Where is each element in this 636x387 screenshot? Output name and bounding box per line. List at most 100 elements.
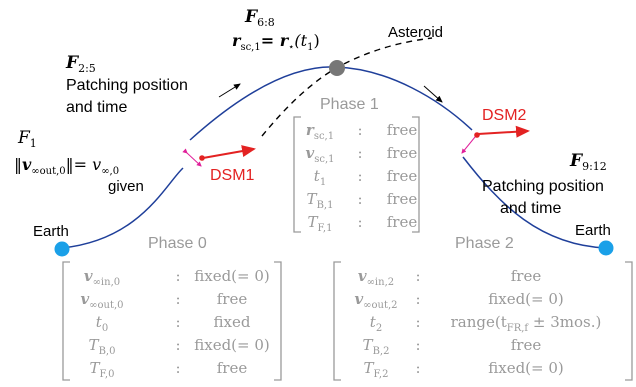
earth-left-label: Earth [33, 223, 69, 240]
svg-text:rsc,1= r⋆(t1): rsc,1= r⋆(t1) [232, 31, 320, 53]
table-row: TF,1: free [308, 213, 418, 234]
table-row: TF,0: free [90, 359, 248, 380]
table-variable: v∞in,0 [84, 267, 120, 288]
table-variable: rsc,1 [306, 121, 334, 142]
table-row: v∞in,2: free [358, 267, 541, 288]
direction-arrow-right [423, 85, 443, 103]
table-value: fixed [214, 313, 251, 331]
svg-text:F2:5: F2:5 [65, 53, 96, 75]
svg-text:‖v∞out,0‖= v∞,0: ‖v∞out,0‖= v∞,0 [14, 155, 119, 177]
table-separator: : [415, 336, 420, 354]
table-value: fixed(= 0) [194, 336, 270, 354]
constraint-f2-5: F2:5 Patching position and time [65, 53, 188, 116]
table-separator: : [175, 313, 180, 331]
table-variable: TF,2 [364, 359, 389, 380]
table-value: free [511, 336, 542, 354]
svg-text:Patching position: Patching position [482, 178, 604, 195]
phase1-label: Phase 1 [320, 96, 379, 113]
trajectory-arc-phase0 [61, 167, 184, 249]
svg-text:F1: F1 [17, 128, 37, 150]
dsm1-vector [202, 145, 256, 159]
table-value: free [387, 121, 418, 139]
table-value: fixed(= 0) [194, 267, 270, 285]
patch-marker-right [461, 132, 480, 154]
table-row: t2: range(tFR,f ± 3mos.) [370, 313, 602, 334]
table-row: t1: free [314, 167, 418, 188]
table-separator: : [415, 267, 420, 285]
table-row: TF,2: fixed(= 0) [364, 359, 564, 380]
dsm2-vector [477, 125, 530, 138]
earth-arrival-marker [598, 240, 614, 256]
table-variable: TF,0 [90, 359, 115, 380]
svg-text:and time: and time [500, 200, 561, 217]
patch-marker-left [182, 148, 202, 167]
svg-text:and time: and time [66, 99, 127, 116]
trajectory-arc-phase2 [462, 156, 607, 249]
table-variable: t2 [370, 313, 382, 334]
phase0-table: v∞in,0: fixed(= 0) v∞out,0: free t0: fixedTB,… [62, 261, 282, 381]
svg-text:given: given [108, 178, 144, 195]
table-row: vsc,1: free [306, 144, 418, 165]
asteroid-marker [329, 60, 345, 76]
table-variable: TF,1 [308, 213, 333, 234]
dsm2-label: DSM2 [482, 107, 527, 124]
phase2-label: Phase 2 [455, 235, 514, 252]
table-value: free [511, 267, 542, 285]
svg-text:Patching position: Patching position [66, 77, 188, 94]
table-value: fixed(= 0) [488, 290, 564, 308]
table-variable: t1 [314, 167, 326, 188]
table-row: v∞out,2: fixed(= 0) [354, 290, 563, 311]
table-separator: : [357, 144, 362, 162]
table-row: rsc,1: free [306, 121, 417, 142]
table-value: free [387, 144, 418, 162]
table-separator: : [175, 290, 180, 308]
earth-departure-marker [54, 241, 70, 257]
table-variable: TB,2 [363, 336, 390, 357]
table-variable: v∞out,0 [80, 290, 123, 311]
table-value: range(tFR,f ± 3mos.) [451, 313, 602, 334]
table-separator: : [357, 167, 362, 185]
table-separator: : [357, 121, 362, 139]
phase0-label: Phase 0 [148, 235, 207, 252]
direction-arrow-left [218, 83, 241, 98]
table-row: t0: fixed [96, 313, 251, 334]
earth-right-label: Earth [575, 222, 611, 239]
table-value: free [217, 290, 248, 308]
svg-text:F6:8: F6:8 [244, 7, 275, 29]
table-row: TB,0: fixed(= 0) [89, 336, 270, 357]
table-row: TB,2: free [363, 336, 542, 357]
phase1-table: rsc,1:freevsc,1:freet1:freeTB,1:freeTF,1… [293, 116, 420, 234]
table-separator: : [175, 359, 180, 377]
table-separator: : [357, 213, 362, 231]
table-separator: : [175, 336, 180, 354]
table-value: free [387, 213, 418, 231]
constraint-f6-8: F6:8 rsc,1= r⋆(t1) [232, 7, 320, 53]
svg-text:F9:12: F9:12 [569, 151, 607, 173]
table-value: free [387, 167, 418, 185]
phase2-table: v∞in,2: free v∞out,2: fixed(= 0) t2: range(tF… [333, 261, 633, 381]
table-separator: : [357, 190, 362, 208]
table-value: fixed(= 0) [488, 359, 564, 377]
constraint-f1: F1 ‖v∞out,0‖= v∞,0 given [14, 128, 144, 195]
table-value: free [217, 359, 248, 377]
table-variable: t0 [96, 313, 108, 334]
table-row: v∞out,0: free [80, 290, 247, 311]
asteroid-label: Asteroid [388, 24, 443, 41]
table-row: TB,1: free [307, 190, 418, 211]
table-separator: : [175, 267, 180, 285]
table-row: v∞in,0: fixed(= 0) [84, 267, 270, 288]
table-variable: TB,0 [89, 336, 116, 357]
table-separator: : [415, 290, 420, 308]
table-value: free [387, 190, 418, 208]
table-separator: : [415, 313, 420, 331]
table-variable: v∞out,2 [354, 290, 397, 311]
table-variable: v∞in,2 [358, 267, 394, 288]
constraint-f9-12: F9:12 Patching position and time [482, 151, 607, 217]
dsm1-point [199, 155, 205, 161]
table-variable: vsc,1 [306, 144, 335, 165]
table-separator: : [415, 359, 420, 377]
table-variable: TB,1 [307, 190, 334, 211]
dsm1-label: DSM1 [210, 167, 255, 184]
